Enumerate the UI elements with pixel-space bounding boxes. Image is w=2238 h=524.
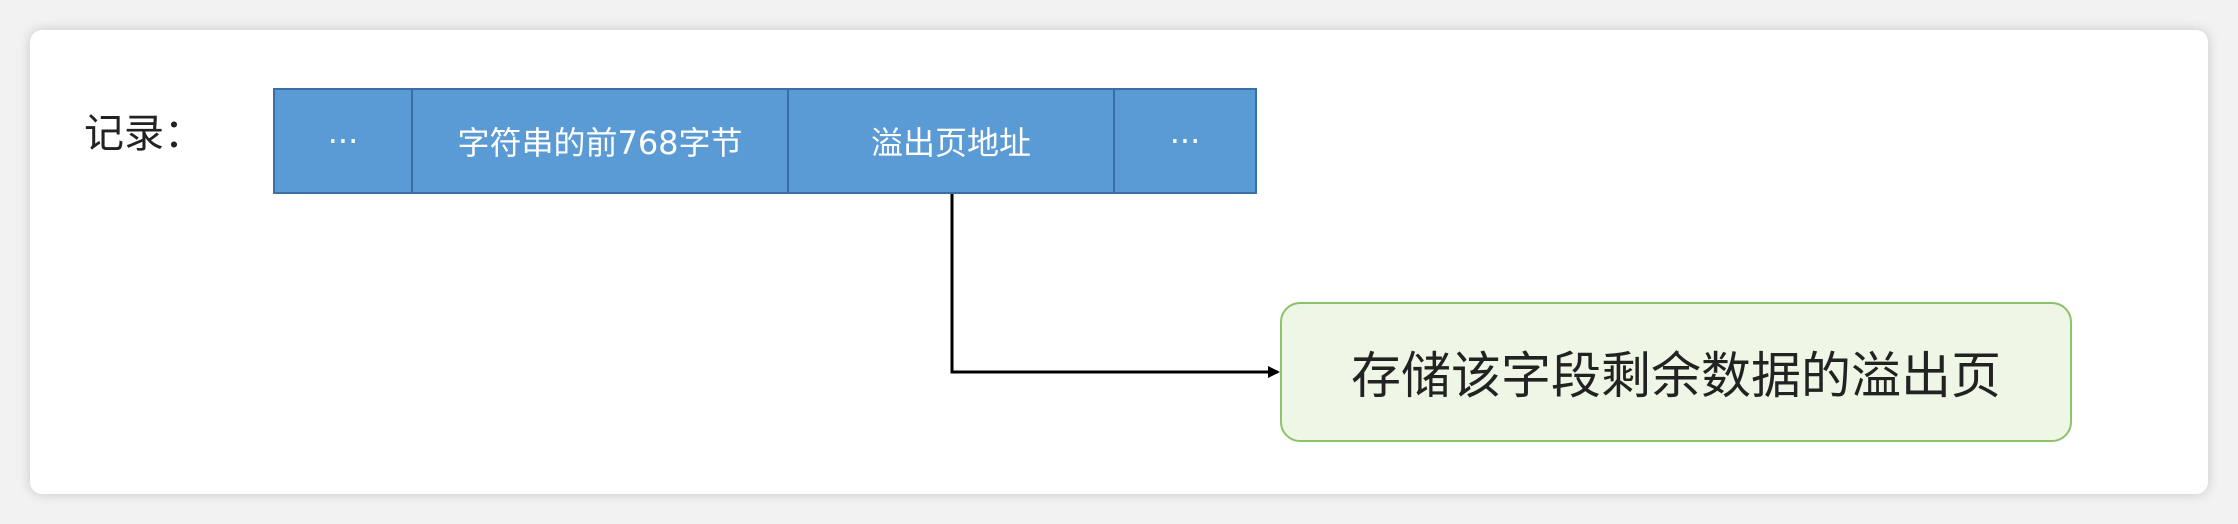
record-label: 记录： [84, 111, 204, 157]
record-cell-overflow-page-address: 溢出页地址 [789, 90, 1115, 192]
record-row: ··· 字符串的前768字节 溢出页地址 ··· [273, 88, 1257, 194]
record-cell-ellipsis-left: ··· [275, 90, 413, 192]
record-cell-ellipsis-right: ··· [1169, 122, 1201, 160]
record-cell-prefix-768-bytes: 字符串的前768字节 [413, 90, 789, 192]
overflow-page-box: 存储该字段剩余数据的溢出页 [1280, 302, 2072, 442]
